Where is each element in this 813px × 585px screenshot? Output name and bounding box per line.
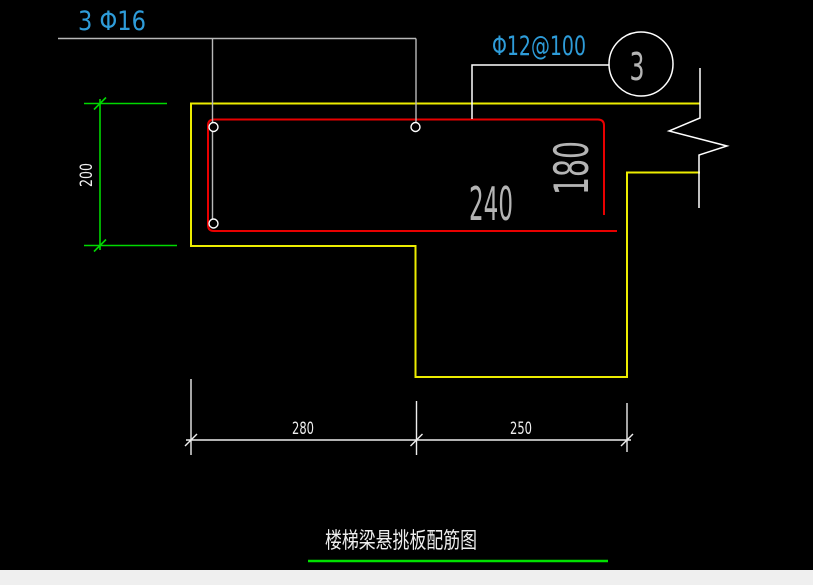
stirrup-leader-line [471,64,609,119]
stirrup-label: Φ12@100 [492,31,586,62]
dimension-tick [93,96,107,111]
dimension-tick [620,433,634,447]
break-symbol [666,68,730,208]
dim-text-180: 180 [545,141,600,195]
dim-text-250: 250 [510,419,532,438]
top-rebar-label: 3 Φ16 [78,6,146,37]
drawing-title: 楼梯梁悬挑板配筋图 [325,529,477,554]
dim-text-240: 240 [469,177,513,231]
concrete-outline [190,102,700,378]
dimension-left-200: 200 [77,96,177,253]
rebar-dot-top-left [208,121,219,133]
rebar-dot-top-right [410,121,421,133]
dimension-tick [410,433,423,447]
dimension-tick [184,433,198,447]
window-bottom-strip [0,570,813,585]
dimension-bottom: 280 250 [184,379,634,455]
section-bubble-number: 3 [630,45,645,89]
dimension-tick [93,238,107,253]
dim-text-280: 280 [292,419,314,438]
dim-text-200: 200 [77,163,96,187]
section-bubble-circle [608,31,674,97]
stirrup-outline [207,118,617,232]
rebar-dot-bottom-left [208,218,219,229]
